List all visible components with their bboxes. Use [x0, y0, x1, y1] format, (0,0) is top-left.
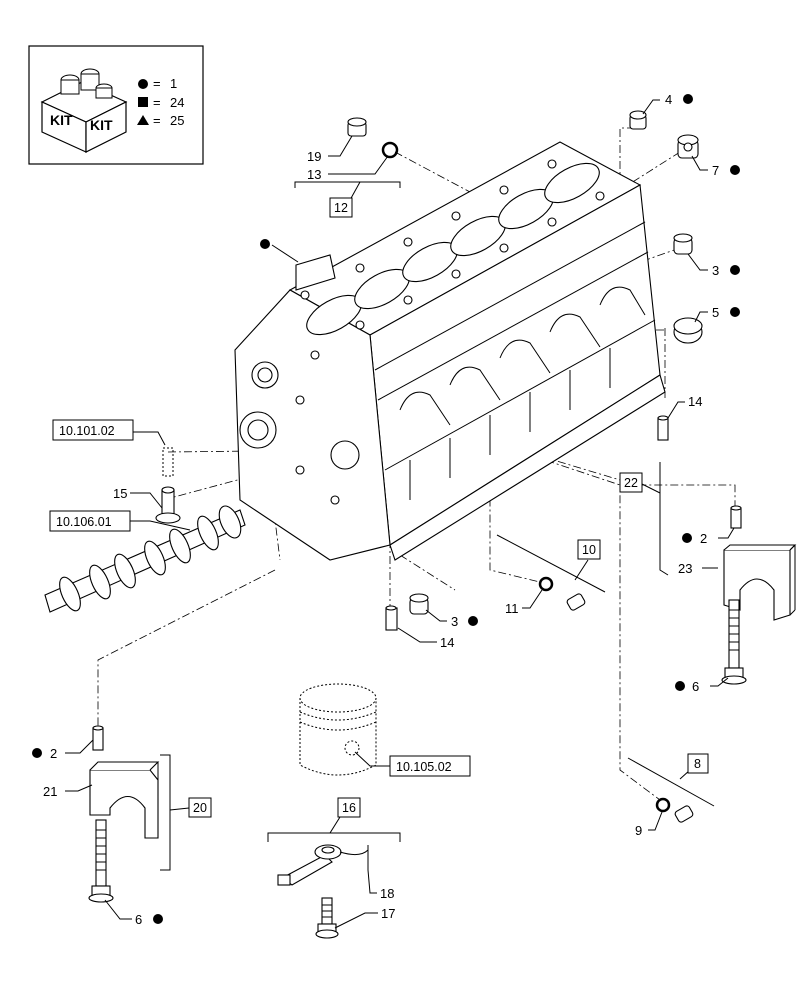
group-label-12: 12 [334, 201, 348, 215]
cap-3b [409, 593, 429, 615]
label-19: 19 [307, 149, 321, 164]
plug-19 [347, 117, 367, 137]
circle-marker-icon [682, 533, 692, 543]
plug-7 [677, 134, 699, 159]
circle-marker-icon [730, 265, 740, 275]
label-4: 4 [665, 92, 672, 107]
oring-11 [538, 576, 554, 592]
group-box-10[interactable]: 10 [577, 539, 601, 560]
circle-marker-icon [138, 79, 148, 89]
label-3b: 3 [451, 614, 458, 629]
legend-eq-3: = [153, 113, 161, 128]
bearing-cap-23 [723, 544, 797, 621]
kit-text-right: KIT [90, 117, 113, 133]
label-18: 18 [380, 886, 394, 901]
pin-14b [385, 605, 398, 631]
legend-value-2: 24 [170, 95, 184, 110]
plug-11 [566, 593, 586, 611]
legend-eq-1: = [153, 76, 161, 91]
cap-4 [629, 110, 647, 130]
kit-box-icon: KIT KIT [40, 68, 128, 153]
pin-2b [92, 725, 104, 751]
cup-plug-5 [673, 317, 703, 344]
legend-eq-2: = [153, 95, 161, 110]
label-2b: 2 [50, 746, 57, 761]
triangle-marker-icon [137, 115, 149, 125]
engine-block [234, 141, 666, 561]
legend-value-3: 25 [170, 113, 184, 128]
callout-leaders [65, 99, 735, 929]
callout-labels: 19 13 4 7 3 5 14 15 2 23 6 11 3 14 2 21 … [32, 92, 740, 927]
oring-9 [655, 797, 671, 813]
label-9: 9 [635, 823, 642, 838]
group-box-20[interactable]: 20 [188, 797, 212, 818]
label-7: 7 [712, 163, 719, 178]
cooling-jet-18 [277, 844, 369, 886]
bearing-cap-21 [89, 761, 160, 839]
group-label-22: 22 [624, 476, 638, 490]
group-box-8[interactable]: 8 [687, 753, 709, 774]
group-box-12[interactable]: 12 [329, 197, 353, 218]
ref-box-10-105-02[interactable]: 10.105.02 [389, 755, 471, 777]
bolt-6a [721, 599, 747, 685]
label-5: 5 [712, 305, 719, 320]
ref-label-10-101-02: 10.101.02 [59, 424, 115, 438]
circle-marker-icon [675, 681, 685, 691]
cap-3a [673, 233, 693, 255]
ref-box-10-101-02[interactable]: 10.101.02 [52, 419, 134, 441]
label-11: 11 [505, 601, 519, 616]
group-brackets [160, 181, 715, 871]
group-box-22[interactable]: 22 [619, 472, 643, 493]
kit-legend: KIT KIT = 1 = 24 = 25 [28, 45, 204, 165]
bolt-holes [300, 159, 605, 330]
label-14b: 14 [440, 635, 454, 650]
circle-marker-icon [260, 239, 270, 249]
bolt-17 [315, 897, 339, 939]
group-label-8: 8 [694, 757, 701, 771]
label-21: 21 [43, 784, 57, 799]
pin-2a [730, 505, 742, 529]
circle-marker-icon [32, 748, 42, 758]
group-label-16: 16 [342, 801, 356, 815]
ref-label-10-106-01: 10.106.01 [56, 515, 112, 529]
label-15: 15 [113, 486, 127, 501]
label-14a: 14 [688, 394, 702, 409]
shaft-15 [155, 486, 181, 524]
ref-label-10-105-02: 10.105.02 [396, 760, 452, 774]
label-6b: 6 [135, 912, 142, 927]
plug-9 [674, 805, 694, 823]
label-2a: 2 [700, 531, 707, 546]
kit-text-left: KIT [50, 112, 73, 128]
label-13: 13 [307, 167, 321, 182]
square-marker-icon [138, 97, 148, 107]
circle-marker-icon [153, 914, 163, 924]
group-label-10: 10 [582, 543, 596, 557]
oring-13 [381, 141, 399, 159]
pin-dashed [162, 447, 174, 477]
circle-marker-icon [468, 616, 478, 626]
group-label-20: 20 [193, 801, 207, 815]
label-23: 23 [678, 561, 692, 576]
circle-marker-icon [683, 94, 693, 104]
label-3a: 3 [712, 263, 719, 278]
camshaft [44, 505, 246, 613]
bolt-6b [88, 819, 114, 903]
cylinder-bores [306, 162, 600, 336]
piston [299, 683, 377, 776]
group-box-16[interactable]: 16 [337, 797, 361, 818]
label-17: 17 [381, 906, 395, 921]
legend-value-1: 1 [170, 76, 177, 91]
circle-marker-icon [730, 307, 740, 317]
ref-box-10-106-01[interactable]: 10.106.01 [49, 510, 131, 532]
label-6a: 6 [692, 679, 699, 694]
pin-14a [657, 415, 669, 441]
circle-marker-icon [730, 165, 740, 175]
